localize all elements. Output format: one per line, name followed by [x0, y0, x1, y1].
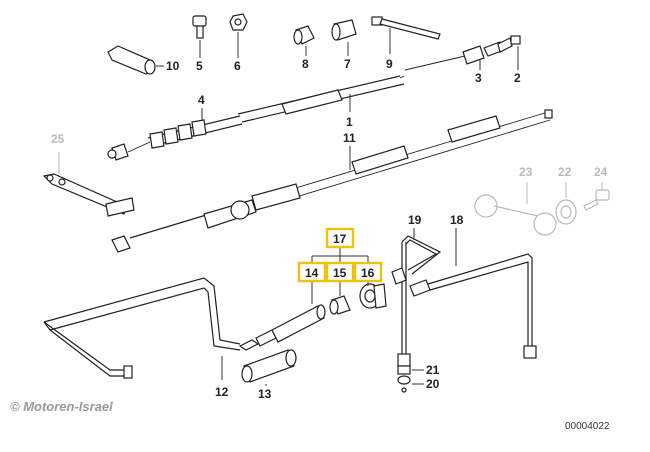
label-13: 13: [258, 387, 272, 401]
label-9: 9: [386, 57, 393, 71]
label-25: 25: [51, 132, 65, 146]
label-7: 7: [344, 57, 351, 71]
part-21-banjo-fitting: [397, 365, 411, 375]
part-12-bent-pipe: [43, 277, 241, 379]
label-14[interactable]: 14: [305, 266, 319, 280]
part-11-long-cable: [111, 109, 553, 253]
label-10: 10: [166, 59, 180, 73]
part-15-bushing: [329, 295, 351, 315]
label-21: 21: [426, 363, 440, 377]
label-8: 8: [302, 57, 309, 71]
label-20: 20: [426, 377, 440, 391]
part-10-rubber-boot: [107, 45, 156, 75]
part-8-grommet: [293, 25, 315, 45]
label-15[interactable]: 15: [333, 266, 347, 280]
part-14-sleeve: [238, 304, 326, 351]
label-17[interactable]: 17: [333, 232, 347, 246]
label-24: 24: [594, 165, 608, 179]
part-25-bracket: [42, 173, 135, 217]
part-24-screw: [583, 189, 610, 211]
label-4: 4: [198, 93, 205, 107]
diagram-id: 00004022: [565, 421, 610, 432]
part-5-bolt: [192, 15, 207, 39]
label-18: 18: [450, 213, 464, 227]
part-4-spring-end: [107, 115, 243, 161]
highlight-box-14: [297, 261, 327, 283]
part-19-brake-line: [391, 235, 442, 367]
label-11: 11: [343, 131, 356, 145]
part-20-washer: [397, 375, 411, 393]
highlight-box-15: [325, 261, 355, 283]
label-6: 6: [234, 59, 241, 73]
part-1-upper-cable: [237, 75, 405, 123]
label-5: 5: [196, 59, 203, 73]
part-22-bushing: [555, 199, 577, 225]
part-9-cable-tie: [371, 16, 441, 40]
part-3-adjuster-cable: [404, 37, 513, 71]
highlight-box-17: [325, 227, 355, 249]
group-bracket-17: [311, 248, 369, 264]
part-6-nut: [229, 13, 248, 31]
part-23-ring-loop: [474, 194, 557, 236]
part-18-long-line: [409, 253, 537, 359]
part-7-sleeve: [331, 19, 357, 41]
label-19: 19: [408, 213, 422, 227]
label-3: 3: [475, 71, 482, 85]
label-12: 12: [215, 385, 229, 399]
part-16-nut: [359, 283, 387, 309]
label-22: 22: [558, 165, 572, 179]
part-13-handle-grip: [241, 349, 297, 383]
copyright-text: © Motoren-Israel: [10, 399, 113, 414]
label-16[interactable]: 16: [361, 266, 375, 280]
highlight-box-16: [353, 261, 383, 283]
label-1: 1: [346, 115, 353, 129]
label-2: 2: [514, 71, 521, 85]
label-23: 23: [519, 165, 533, 179]
part-2-cable-nipple: [510, 35, 521, 45]
